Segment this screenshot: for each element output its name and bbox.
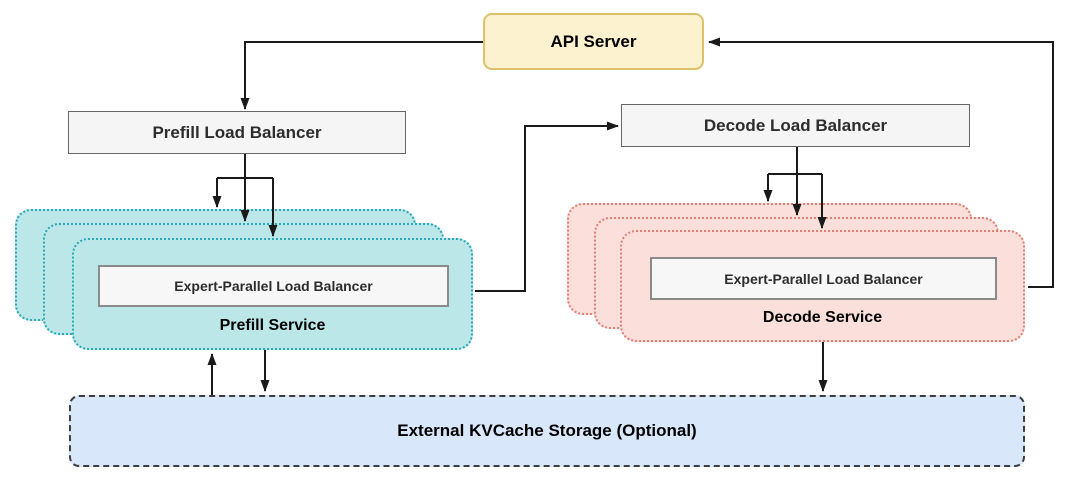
prefill-eplb-label: Expert-Parallel Load Balancer	[174, 278, 373, 294]
external-kvcache-storage-node: External KVCache Storage (Optional)	[69, 395, 1025, 467]
decode-expert-parallel-load-balancer-node: Expert-Parallel Load Balancer	[650, 257, 997, 300]
api-server-label: API Server	[550, 31, 637, 51]
kvcache-label: External KVCache Storage (Optional)	[397, 421, 697, 440]
decode-load-balancer-label: Decode Load Balancer	[703, 115, 888, 135]
edge-api-to-prefill-lb	[240, 41, 483, 110]
decode-service-label: Decode Service	[762, 309, 883, 326]
api-server-node: API Server	[483, 13, 704, 70]
prefill-load-balancer-node: Prefill Load Balancer	[68, 111, 406, 154]
prefill-load-balancer-label: Prefill Load Balancer	[152, 122, 322, 142]
prefill-service-label: Prefill Service	[219, 317, 326, 334]
decode-load-balancer-node: Decode Load Balancer	[621, 104, 970, 147]
decode-eplb-label: Expert-Parallel Load Balancer	[724, 270, 923, 287]
prefill-expert-parallel-load-balancer-node: Expert-Parallel Load Balancer	[98, 265, 449, 307]
